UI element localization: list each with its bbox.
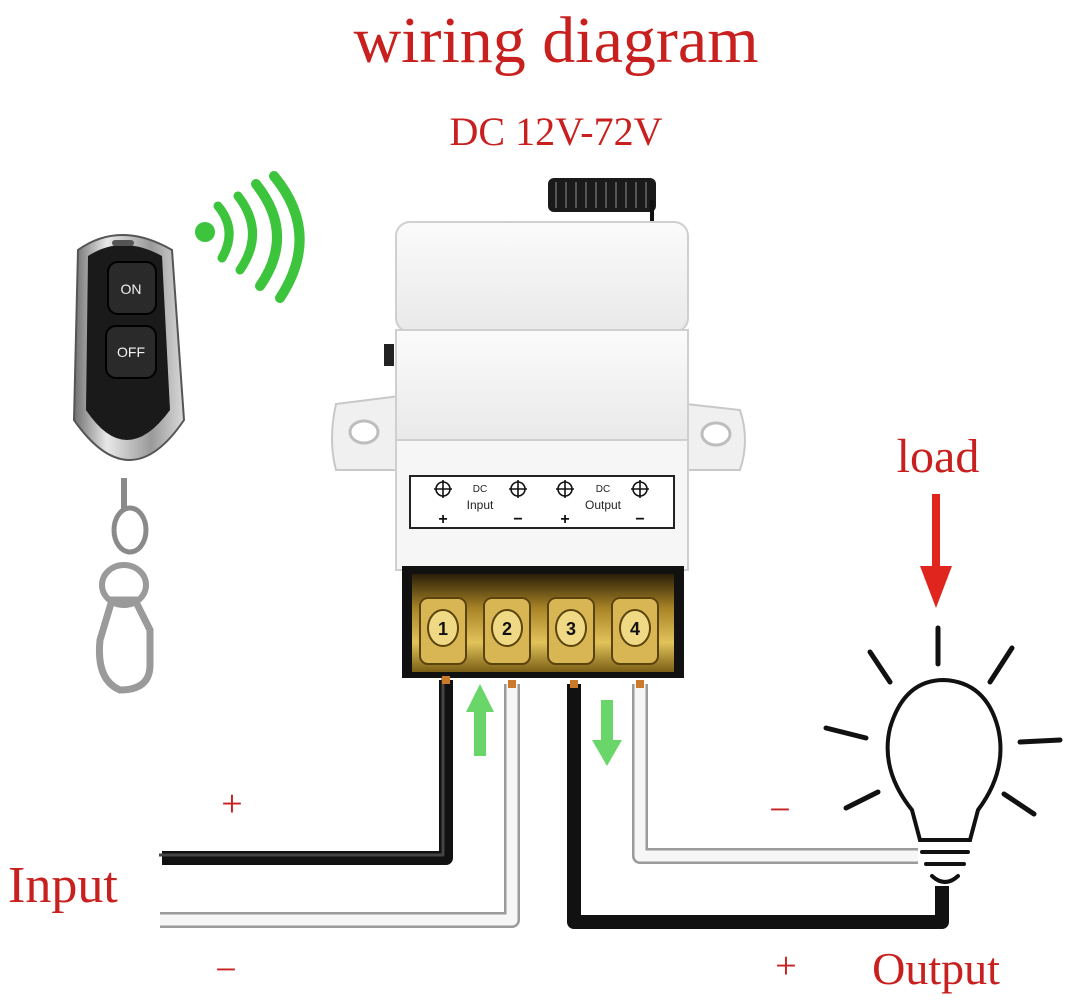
voltage-subtitle: DC 12V-72V — [450, 109, 663, 154]
remote-off-label: OFF — [117, 344, 145, 360]
remote-on-button — [107, 261, 157, 315]
input-minus-wire — [160, 684, 520, 928]
output-plus-wire — [567, 684, 949, 929]
terminal-block: 1 2 3 4 — [402, 566, 684, 678]
panel-output-dc: DC — [596, 484, 610, 495]
panel-output-label: Output — [585, 498, 622, 512]
input-plus-sign: + — [221, 783, 242, 825]
load-arrow-icon — [920, 494, 952, 608]
down-arrow-icon — [592, 700, 622, 766]
remote-off-button — [105, 325, 157, 379]
panel-output-minus: − — [635, 511, 644, 528]
terminal-label-panel — [409, 475, 675, 529]
output-minus-sign: − — [769, 789, 790, 831]
load-label: load — [897, 430, 980, 483]
panel-input-minus: − — [513, 511, 522, 528]
antenna-coil-icon — [548, 178, 656, 228]
panel-input-plus: + — [438, 511, 447, 528]
terminal-number-3: 3 — [566, 619, 576, 639]
light-bulb-icon — [823, 625, 1063, 884]
wireless-signal-icon — [195, 171, 305, 303]
panel-output-plus: + — [560, 511, 569, 528]
remote-on-label: ON — [121, 281, 142, 297]
terminal-number-4: 4 — [630, 619, 640, 639]
output-plus-sign: + — [775, 945, 796, 987]
input-plus-wire — [159, 677, 453, 865]
remote-control-icon: ON OFF — [72, 234, 186, 694]
diagram-title: wiring diagram — [353, 4, 758, 77]
input-minus-sign: − — [215, 949, 236, 991]
input-label: Input — [8, 857, 118, 914]
up-arrow-icon — [466, 684, 494, 756]
mounting-hole-right — [700, 421, 732, 447]
panel-input-dc: DC — [473, 484, 487, 495]
relay-module — [331, 221, 746, 571]
terminal-markings: DC Input + − DC Output + − — [434, 480, 649, 528]
output-label: Output — [872, 943, 1000, 994]
panel-input-label: Input — [467, 498, 494, 512]
terminal-number-2: 2 — [502, 619, 512, 639]
terminal-number-1: 1 — [438, 619, 448, 639]
terminal-screw-icon — [434, 480, 649, 498]
output-minus-wire — [632, 684, 918, 864]
mounting-hole-left — [348, 419, 380, 445]
